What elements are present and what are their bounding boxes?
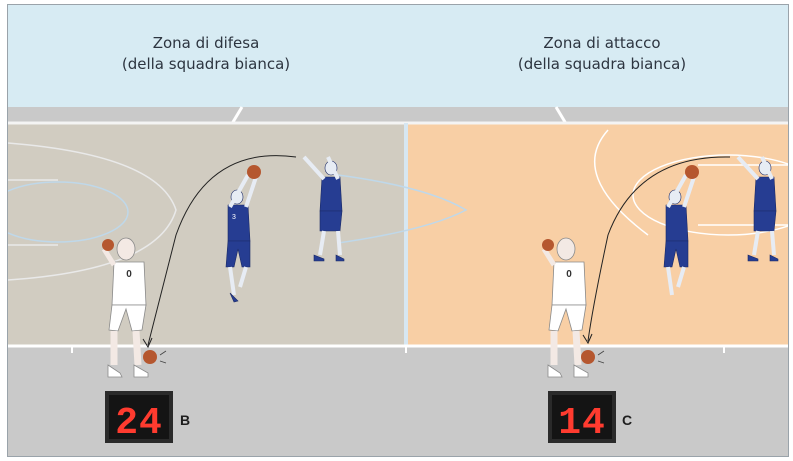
white-player-number-left: 0 (126, 269, 132, 280)
shot-ball-right (685, 165, 699, 179)
shot-ball-left (247, 165, 261, 179)
court-illustration: 0 3 24 (8, 5, 788, 456)
ball-in-hands-right (542, 239, 554, 251)
blue-player-number-left: 3 (232, 214, 236, 221)
bouncing-ball-right (581, 350, 595, 364)
white-player-number-right: 0 (566, 269, 572, 280)
blue-defender-right (736, 155, 779, 262)
blue-player-3-right (663, 174, 696, 296)
blue-player-3-left (225, 174, 258, 303)
shot-clock-c-value: 14 (558, 402, 606, 445)
shot-clock-c (548, 391, 616, 443)
defense-zone-label: Zona di difesa (della squadra bianca) (56, 33, 356, 75)
attack-zone-subtitle: (della squadra bianca) (517, 55, 687, 73)
attack-zone-title: Zona di attacco (543, 34, 661, 52)
pass-trajectory-left (147, 155, 297, 346)
illustration-frame: 0 3 24 (7, 4, 789, 457)
blue-defender-left (302, 155, 345, 262)
pass-trajectory-right (587, 156, 731, 342)
white-player-right (541, 237, 589, 378)
panel-letter-c: C (622, 412, 633, 428)
defense-zone-title: Zona di difesa (152, 34, 260, 52)
shot-clock-b-value: 24 (115, 402, 163, 445)
shot-clock-b (105, 391, 173, 443)
ball-in-hands-left (102, 239, 114, 251)
panel-letter-b: B (180, 412, 191, 428)
defense-zone-subtitle: (della squadra bianca) (121, 55, 291, 73)
white-player-left (101, 237, 149, 378)
left-court-markings (8, 142, 468, 281)
bouncing-ball-left (143, 350, 157, 364)
attack-zone-label: Zona di attacco (della squadra bianca) (452, 33, 752, 75)
sky-band (8, 5, 788, 107)
defense-court (8, 123, 406, 345)
attack-court (406, 123, 788, 345)
